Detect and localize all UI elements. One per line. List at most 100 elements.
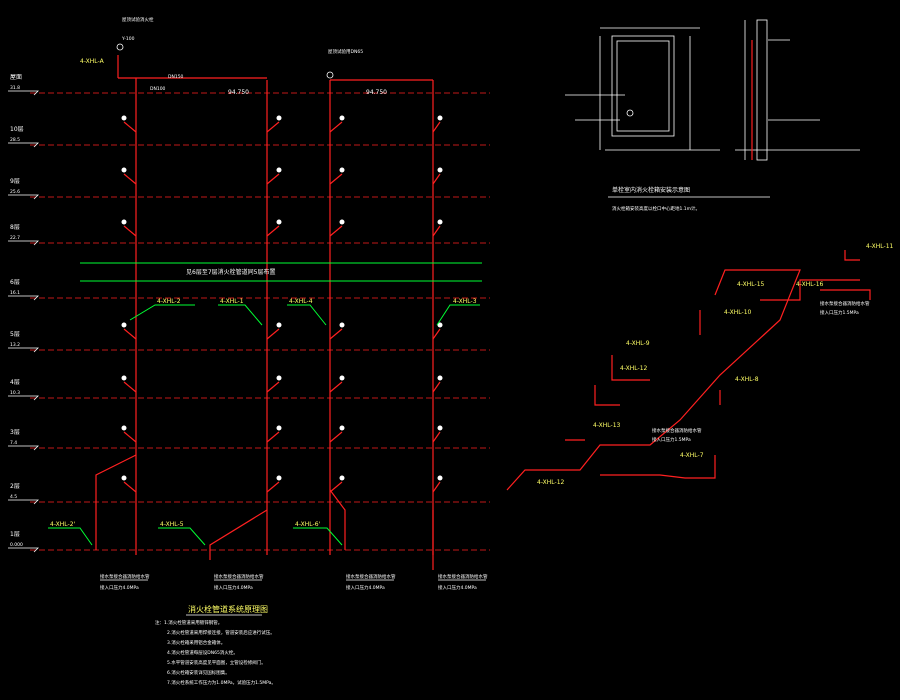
branch-pipe — [123, 381, 137, 393]
branch-pipe — [432, 481, 441, 493]
elev-mark-icon — [8, 90, 39, 96]
pipe-dn-1: DN150 — [168, 74, 184, 80]
floor-name: 9层 — [10, 178, 20, 185]
hydrant-icon — [276, 375, 282, 381]
bottom-note: 接入口压力4.0MPa — [438, 584, 477, 591]
floor-elev: 4.5 — [10, 494, 17, 500]
hydrant-icon — [121, 115, 127, 121]
roof-label-2: Y-100 — [121, 36, 135, 42]
elev-mark-icon — [8, 347, 39, 353]
branch-pipe — [123, 328, 137, 340]
note-line: 7.消火栓系统工作压力为1.0MPa，试验压力1.5MPa。 — [167, 679, 276, 686]
hydrant-icon — [276, 167, 282, 173]
bottom-note: 接入口压力4.0MPa — [346, 584, 385, 591]
branch-pipe — [432, 121, 441, 133]
hydrant-icon — [121, 219, 127, 225]
hydrant-symbols — [121, 115, 443, 493]
roof-label-3: 屋顶试验用DN65 — [328, 48, 363, 55]
iso-tag-9: 4-XHL-12 — [537, 479, 565, 486]
elev-mark-icon — [8, 499, 39, 505]
hydrant-icon — [339, 219, 345, 225]
hydrant-icon — [121, 425, 127, 431]
riser-tag-3: 4-XHL-4 — [289, 298, 313, 305]
iso-tag-10: 4-XHL-11 — [866, 243, 894, 250]
hydrant-icon — [339, 322, 345, 328]
branch-pipe — [432, 173, 441, 185]
hydrant-icon — [339, 167, 345, 173]
valve-icon — [116, 43, 124, 51]
bottom-tag-1: 4-XHL-2' — [50, 521, 76, 528]
floor-name: 4层 — [10, 379, 20, 386]
floor-elev: 28.5 — [10, 137, 20, 143]
elev-mark-icon — [8, 194, 39, 200]
iso-note-3: 接水泵接合器消防给水管 — [820, 300, 870, 307]
hydrant-icon — [437, 475, 443, 481]
branch-pipe — [329, 225, 343, 237]
hydrant-icon — [339, 425, 345, 431]
branch-pipe — [329, 328, 343, 340]
floor-elev: 0.000 — [10, 542, 23, 548]
hydrant-icon — [121, 322, 127, 328]
iso-tag-3: 4-XHL-10 — [724, 309, 752, 316]
branch-pipe — [329, 431, 343, 443]
hydrant-icon — [276, 322, 282, 328]
isometric-diagram: 4-XHL-15 4-XHL-16 4-XHL-10 4-XHL-9 4-XHL… — [506, 243, 894, 491]
floor-name: 10层 — [10, 126, 24, 133]
branch-pipe — [329, 173, 343, 185]
branch-pipe — [123, 225, 137, 237]
branch-pipe — [123, 121, 137, 133]
floor-elev: 10.3 — [10, 390, 20, 396]
roof-tag: 4-XHL-A — [80, 58, 105, 65]
floor-break-band: 见6层至7层消火栓管道同5层布置 — [80, 262, 482, 282]
detail-note: 消火栓箱安装高度以栓口中心距地1.1m计。 — [612, 205, 700, 212]
hydrant-icon — [437, 322, 443, 328]
floor-name: 6层 — [10, 279, 20, 286]
branch-pipe — [123, 481, 137, 493]
hydrant-icon — [437, 167, 443, 173]
detail-title: 单栓室内消火栓箱安装示意图 — [612, 186, 690, 194]
valve-icon — [326, 71, 334, 79]
branch-pipe — [266, 381, 280, 393]
hydrant-icon — [121, 167, 127, 173]
bottom-note: 接水泵接合器消防给水管 — [438, 573, 488, 580]
elev-mark-icon — [8, 142, 39, 148]
hydrant-icon — [276, 219, 282, 225]
note-line: 6.消火栓箱安装详见国标图集。 — [167, 669, 230, 676]
hydrant-icon — [121, 475, 127, 481]
floor-name: 5层 — [10, 331, 20, 338]
hydrant-icon — [437, 115, 443, 121]
riser-tag-1: 4-XHL-2 — [157, 298, 181, 305]
floor-name: 8层 — [10, 224, 20, 231]
floor-elev: 13.2 — [10, 342, 20, 348]
elev-mark-icon — [8, 445, 39, 451]
branch-pipe — [432, 225, 441, 237]
floor-elev: 7.4 — [10, 440, 17, 446]
roof-label-1: 屋顶试验消火栓 — [122, 16, 154, 23]
hydrant-icon — [339, 475, 345, 481]
floor-name: 屋面 — [10, 74, 22, 81]
note-line: 2.消火栓管道采用焊接连接，管道安装后应进行试压。 — [167, 629, 275, 636]
iso-tag-1: 4-XHL-15 — [737, 281, 765, 288]
bottom-note: 接水泵接合器消防给水管 — [346, 573, 396, 580]
elev-mark-icon — [8, 547, 39, 553]
hydrant-icon — [339, 115, 345, 121]
floor-labels: 屋面31.810层28.59层25.68层22.76层16.15层13.24层1… — [8, 74, 39, 553]
bottom-notes: 接水泵接合器消防给水管接入口压力4.0MPa接水泵接合器消防给水管接入口压力4.… — [100, 573, 488, 591]
floor-elev: 31.8 — [10, 85, 20, 91]
hydrant-icon — [437, 375, 443, 381]
floor-elev: 16.1 — [10, 290, 20, 296]
floor-elev: 25.6 — [10, 189, 20, 195]
riser-tags: 4-XHL-2 4-XHL-1 4-XHL-4 4-XHL-3 4-XHL-2'… — [48, 298, 480, 546]
elev-mark-icon — [8, 240, 39, 246]
iso-tag-5: 4-XHL-8 — [735, 376, 759, 383]
top-elev-1: 94.750 — [228, 89, 249, 96]
branch-pipe — [123, 431, 137, 443]
riser-tag-2: 4-XHL-1 — [220, 298, 244, 305]
branch-pipe — [432, 328, 441, 340]
hydrant-icon — [121, 375, 127, 381]
note-line: 4.消火栓管道每层设DN65消火栓。 — [167, 649, 238, 656]
branch-pipe — [432, 431, 441, 443]
hydrant-icon — [437, 425, 443, 431]
roof-labels: 屋顶试验消火栓 Y-100 屋顶试验用DN65 4-XHL-A 94.750 9… — [80, 16, 387, 96]
iso-tag-2: 4-XHL-16 — [796, 281, 824, 288]
